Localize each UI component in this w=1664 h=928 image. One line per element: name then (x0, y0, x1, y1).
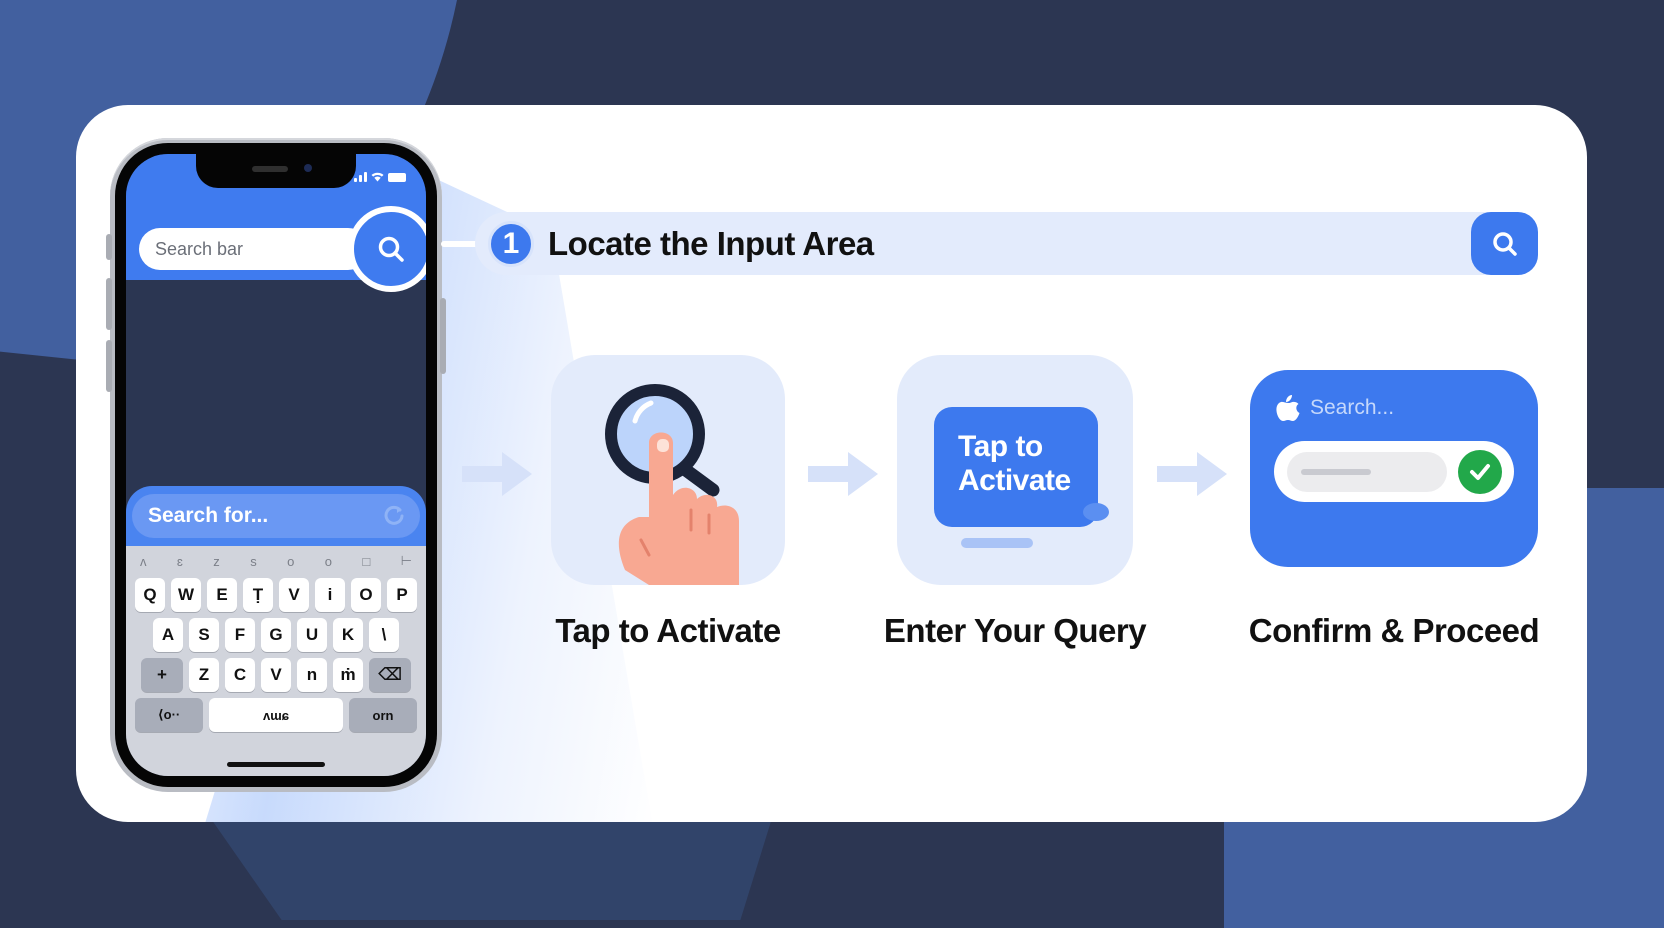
numbers-key[interactable]: ⟨o·· (135, 698, 203, 732)
suggestion-key[interactable]: z (213, 553, 220, 569)
suggestion-key[interactable]: ⊢ (400, 553, 412, 568)
app-header: Search bar (126, 154, 426, 292)
phone-volume-up-button (106, 278, 112, 330)
refresh-icon[interactable] (382, 504, 406, 528)
keyboard-suggestions: ʌ ɛ z s o o □ ⊢ (130, 550, 422, 572)
phone-mockup: Search bar Search for... ʌ ɛ (106, 138, 446, 792)
space-key[interactable]: ʌɯɕ (209, 698, 343, 732)
wifi-icon (371, 172, 384, 182)
status-bar (354, 171, 406, 182)
arrow-right-icon (1157, 452, 1227, 496)
key[interactable]: n (297, 658, 327, 692)
return-key[interactable]: orn (349, 698, 417, 732)
keyboard-sheet: Search for... ʌ ɛ z s o o □ ⊢ (126, 486, 426, 776)
keyboard-row-2: A S F G U K \ (130, 618, 422, 652)
search-bar-placeholder: Search bar (155, 238, 244, 259)
confirm-search-placeholder: Search... (1310, 396, 1395, 419)
suggestion-key[interactable]: ɛ (176, 553, 183, 569)
phone-volume-down-button (106, 340, 112, 392)
connector-line (441, 241, 483, 247)
suggestion-key[interactable]: ʌ (140, 553, 147, 569)
keyboard: ʌ ɛ z s o o □ ⊢ Q W E Ṭ V (126, 546, 426, 776)
search-icon (1492, 231, 1517, 256)
key[interactable]: ṁ (333, 658, 363, 692)
bubble-tail (1083, 503, 1109, 521)
backspace-key[interactable]: ⌫ (369, 658, 411, 692)
battery-icon (388, 173, 406, 182)
step-card-label: Confirm & Proceed (1248, 612, 1540, 649)
keyboard-row-4: ⟨o·· ʌɯɕ orn (130, 698, 422, 732)
suggestion-key[interactable]: s (250, 553, 257, 569)
key[interactable]: Ṭ (243, 578, 273, 612)
speaker-grille (252, 166, 288, 172)
phone-mute-button (106, 234, 112, 260)
confirm-input-pill[interactable] (1274, 441, 1514, 502)
key[interactable]: C (225, 658, 255, 692)
key[interactable]: A (153, 618, 183, 652)
signal-icon (354, 172, 367, 182)
step-number-badge: 1 (488, 220, 534, 267)
shift-key[interactable]: + (141, 658, 183, 692)
key[interactable]: G (261, 618, 291, 652)
step-title: Locate the Input Area (548, 224, 874, 262)
keyboard-row-1: Q W E Ṭ V i O P (130, 578, 422, 612)
keyboard-search-bar: Search for... (126, 486, 426, 546)
step-card-confirm: Search... (1250, 370, 1538, 567)
bubble-text-line-1: Tap to (958, 430, 1043, 463)
keyboard-row-3: + Z C V n ṁ ⌫ (130, 658, 422, 692)
key[interactable]: O (351, 578, 381, 612)
front-camera (304, 164, 312, 172)
tap-magnifier-icon (605, 384, 739, 585)
step-card-tap (551, 355, 785, 585)
step-card-label: Enter Your Query (883, 612, 1147, 649)
check-icon (1470, 464, 1490, 480)
key[interactable]: Q (135, 578, 165, 612)
text-placeholder-line (1301, 469, 1371, 475)
arrow-right-icon (808, 452, 878, 496)
phone-power-button (440, 298, 446, 374)
phone-search-button[interactable] (348, 206, 426, 292)
suggestion-key[interactable]: □ (362, 553, 371, 569)
step-card-enter-query: Tap to Activate (897, 355, 1133, 585)
step-card-label: Tap to Activate (555, 612, 781, 649)
step-search-button[interactable] (1471, 212, 1538, 275)
keyboard-search-placeholder: Search for... (148, 504, 269, 527)
key[interactable]: F (225, 618, 255, 652)
apple-logo-icon (1276, 395, 1300, 421)
phone-notch (196, 154, 356, 188)
key[interactable]: K (333, 618, 363, 652)
suggestion-key[interactable]: o (287, 553, 295, 569)
key[interactable]: Z (189, 658, 219, 692)
phone-search-bar[interactable]: Search bar (139, 228, 369, 270)
key[interactable]: V (279, 578, 309, 612)
phone-screen: Search bar Search for... ʌ ɛ (126, 154, 426, 776)
arrow-right-icon (462, 452, 532, 496)
speech-bubble-icon: Tap to Activate (934, 407, 1098, 527)
monitor-stand (961, 538, 1033, 548)
confirm-input-field[interactable] (1287, 452, 1447, 492)
key[interactable]: U (297, 618, 327, 652)
key[interactable]: P (387, 578, 417, 612)
key[interactable]: E (207, 578, 237, 612)
bubble-text-line-2: Activate (958, 464, 1071, 497)
confirm-search-header: Search... (1276, 394, 1394, 422)
confirm-check-button[interactable] (1458, 450, 1502, 494)
key[interactable]: V (261, 658, 291, 692)
key[interactable]: i (315, 578, 345, 612)
suggestion-key[interactable]: o (324, 553, 332, 569)
keyboard-search-input[interactable]: Search for... (132, 494, 420, 538)
key[interactable]: S (189, 618, 219, 652)
search-icon (378, 236, 404, 262)
key[interactable]: \ (369, 618, 399, 652)
step-header: 1 Locate the Input Area (475, 212, 1538, 275)
home-indicator (227, 762, 325, 767)
key[interactable]: W (171, 578, 201, 612)
